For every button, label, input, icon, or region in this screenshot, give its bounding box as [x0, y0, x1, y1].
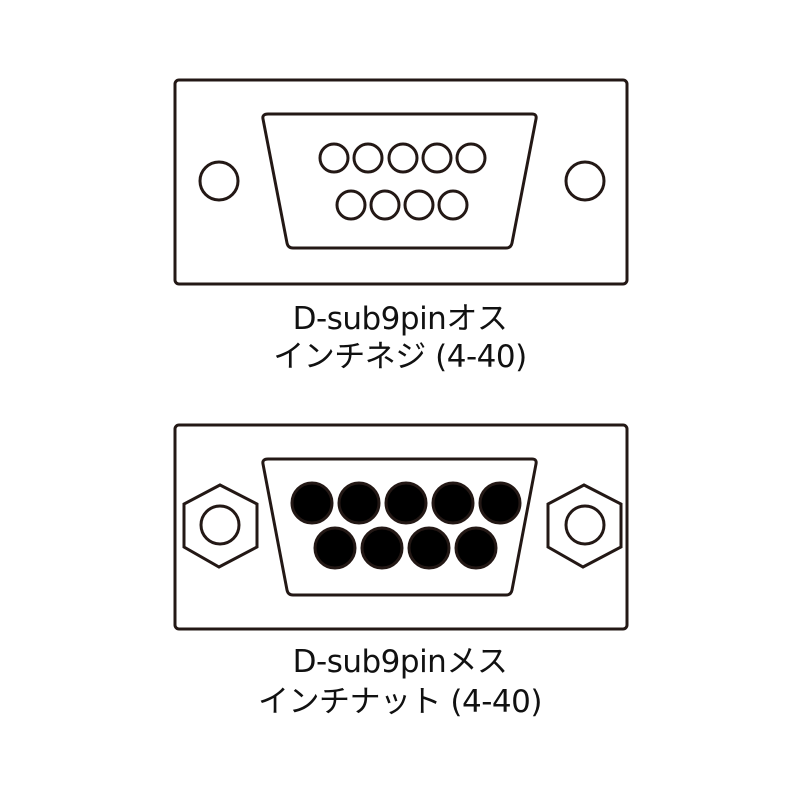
- male-connector-plate: [173, 78, 629, 286]
- dsub9-female-connector: [173, 423, 629, 631]
- female-connector-label-nut: インチナット (4-40): [258, 684, 542, 720]
- male-connector-label-screw: インチネジ (4-40): [273, 339, 527, 375]
- male-pins-top-row: [318, 142, 487, 174]
- male-screw-hole-right-icon: [564, 160, 606, 202]
- female-connector-label-type: D-sub9pinメス: [292, 644, 508, 680]
- male-screw-hole-left-icon: [198, 160, 240, 202]
- hex-nut-left-icon: [182, 483, 259, 569]
- female-pins-bottom-row: [313, 526, 498, 570]
- female-connector-plate: [173, 423, 629, 631]
- male-connector-label-type: D-sub9pinオス: [292, 301, 508, 337]
- dsub9-male-connector: [173, 78, 629, 286]
- male-pins-bottom-row: [335, 189, 469, 221]
- female-pins-top-row: [290, 481, 522, 525]
- male-connector-shell: [261, 112, 538, 250]
- female-connector-shell: [261, 457, 538, 597]
- hex-nut-right-icon: [546, 483, 623, 569]
